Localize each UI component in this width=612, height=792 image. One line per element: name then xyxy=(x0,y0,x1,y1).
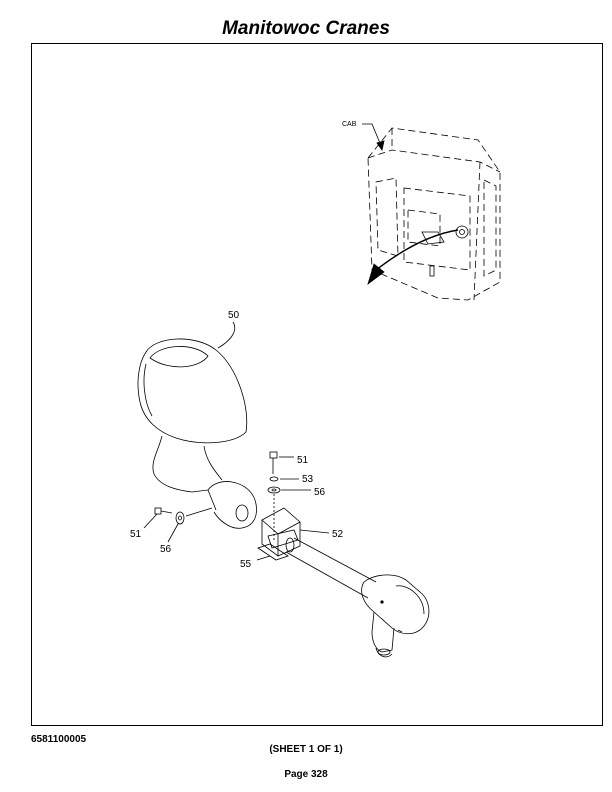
detail-arrow xyxy=(375,229,459,271)
cab-leader xyxy=(362,123,383,149)
mounting-bracket xyxy=(261,507,301,557)
part-56-left-label: 56 xyxy=(160,544,172,555)
part-56-top-label: 56 xyxy=(314,487,326,498)
part-51-top-label: 51 xyxy=(297,455,309,466)
drawing-frame xyxy=(31,43,603,726)
part-56-left-leader xyxy=(167,523,179,543)
part-50-leader xyxy=(217,321,236,349)
part-52-label: 52 xyxy=(332,529,344,540)
upper-bolt-51 xyxy=(269,451,278,474)
part-55-leader xyxy=(256,555,271,561)
page-title: Manitowoc Cranes xyxy=(222,18,390,39)
cab-label: CAB xyxy=(342,121,357,128)
nut-56-left xyxy=(175,511,185,525)
left-bolt-51 xyxy=(154,507,173,515)
part-52-leader xyxy=(299,529,330,534)
detail-arrowhead xyxy=(367,263,385,286)
cab-leader-arrow xyxy=(376,140,385,151)
part-51-left-leader xyxy=(143,513,158,529)
document-number: 6581100005 xyxy=(31,734,87,745)
page-number: Page 328 xyxy=(284,769,328,780)
cab-illustration xyxy=(367,127,501,301)
part-50-label: 50 xyxy=(228,310,240,321)
washer-53 xyxy=(269,476,279,482)
nut-56-top xyxy=(267,486,281,494)
spotlight-arm xyxy=(285,537,377,599)
part-51-left-label: 51 xyxy=(130,529,142,540)
part-55-label: 55 xyxy=(240,559,252,570)
lamp-housing xyxy=(137,338,257,529)
spotlight-head xyxy=(361,574,430,658)
part-53-label: 53 xyxy=(302,474,314,485)
sheet-indicator: (SHEET 1 OF 1) xyxy=(269,744,343,755)
